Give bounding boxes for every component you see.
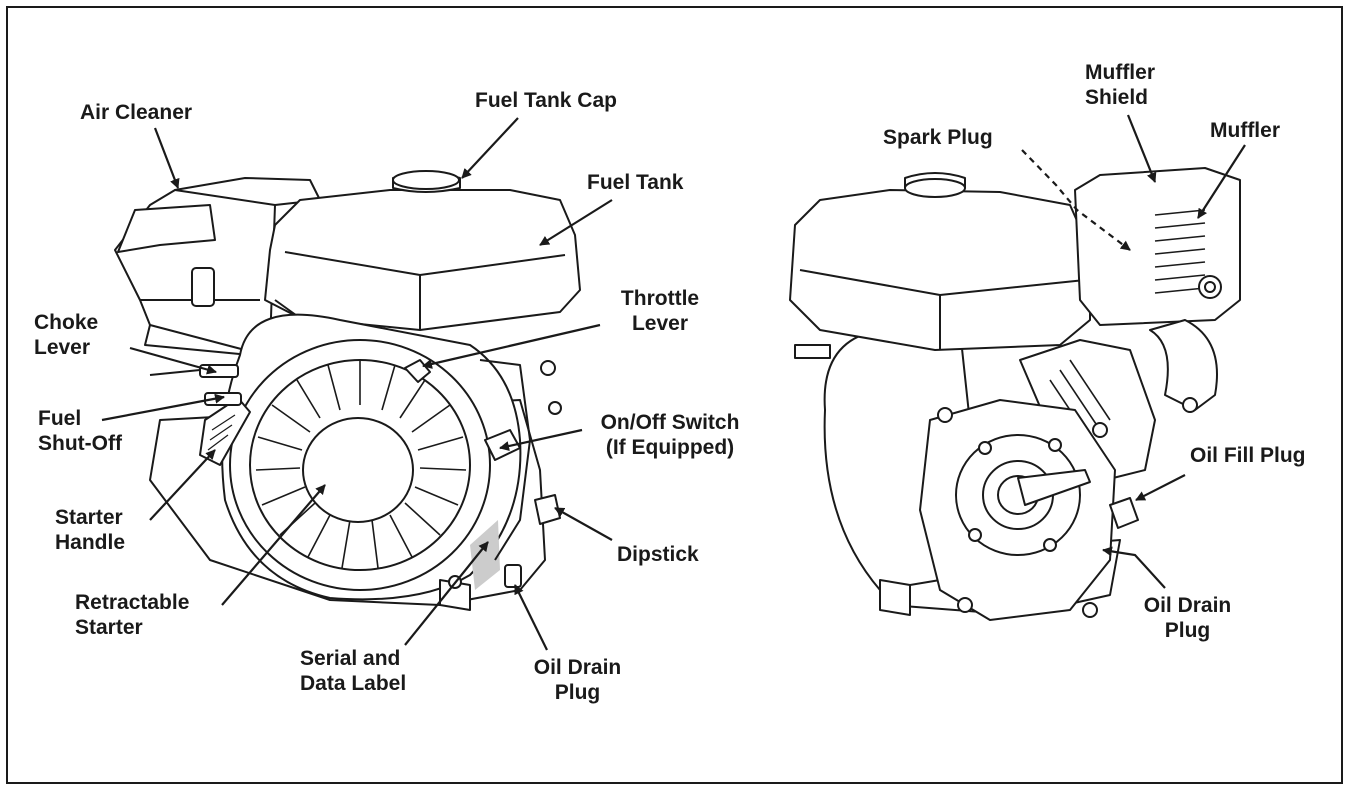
label-throttle-lever: Throttle Lever [620, 287, 700, 335]
label-muffler: Muffler [1210, 119, 1280, 142]
leader-retractable-starter [221, 484, 326, 606]
leader-fuel-tank [539, 199, 613, 246]
leader-oil-fill-plug [1135, 474, 1186, 501]
fuel-tank-part [264, 189, 581, 331]
label-starter-handle: Starter Handle [55, 506, 126, 554]
leader-fuel-tank-cap [461, 117, 519, 179]
label-on-off-switch: On/Off Switch (If Equipped) [600, 411, 740, 459]
leader-starter-handle [149, 449, 216, 521]
label-choke-lever: Choke Lever [34, 311, 99, 359]
left-engine [114, 170, 581, 611]
oil-drain-plug-left-part [504, 564, 522, 588]
label-serial-data-label: Serial and Data Label [300, 647, 407, 695]
label-oil-fill-plug: Oil Fill Plug [1190, 444, 1306, 467]
serial-label-part [470, 520, 500, 590]
leader-oil-drain-left [514, 584, 548, 651]
label-air-cleaner: Air Cleaner [80, 101, 193, 124]
oil-fill-plug-part [1109, 497, 1139, 529]
leader-air-cleaner [153, 127, 180, 189]
right-engine [789, 167, 1241, 621]
dipstick-part [534, 494, 561, 525]
leader-muffler [1197, 144, 1246, 219]
label-oil-drain-plug-left: Oil Drain Plug [533, 656, 622, 704]
leader-serial-label [404, 541, 489, 646]
leader-oil-drain-right [1102, 546, 1166, 589]
leader-dipstick [554, 507, 613, 541]
leader-lines [101, 114, 1246, 651]
label-fuel-shutoff: Fuel Shut-Off [38, 407, 122, 455]
leader-muffler-shield [1126, 114, 1157, 183]
leader-fuel-shutoff [101, 393, 225, 422]
label-fuel-tank-cap: Fuel Tank Cap [475, 89, 617, 112]
label-oil-drain-plug-right: Oil Drain Plug [1143, 594, 1232, 642]
leader-spark-plug [1021, 149, 1131, 251]
label-retractable-starter: Retractable Starter [75, 591, 190, 639]
leader-throttle-lever [422, 323, 601, 369]
label-fuel-tank: Fuel Tank [587, 171, 684, 194]
label-spark-plug: Spark Plug [883, 126, 993, 149]
leader-on-off-switch [499, 428, 583, 451]
label-muffler-shield: Muffler Shield [1085, 61, 1155, 109]
leader-choke-lever [129, 346, 217, 375]
choke-lever-part [199, 364, 239, 378]
label-dipstick: Dipstick [617, 543, 699, 566]
